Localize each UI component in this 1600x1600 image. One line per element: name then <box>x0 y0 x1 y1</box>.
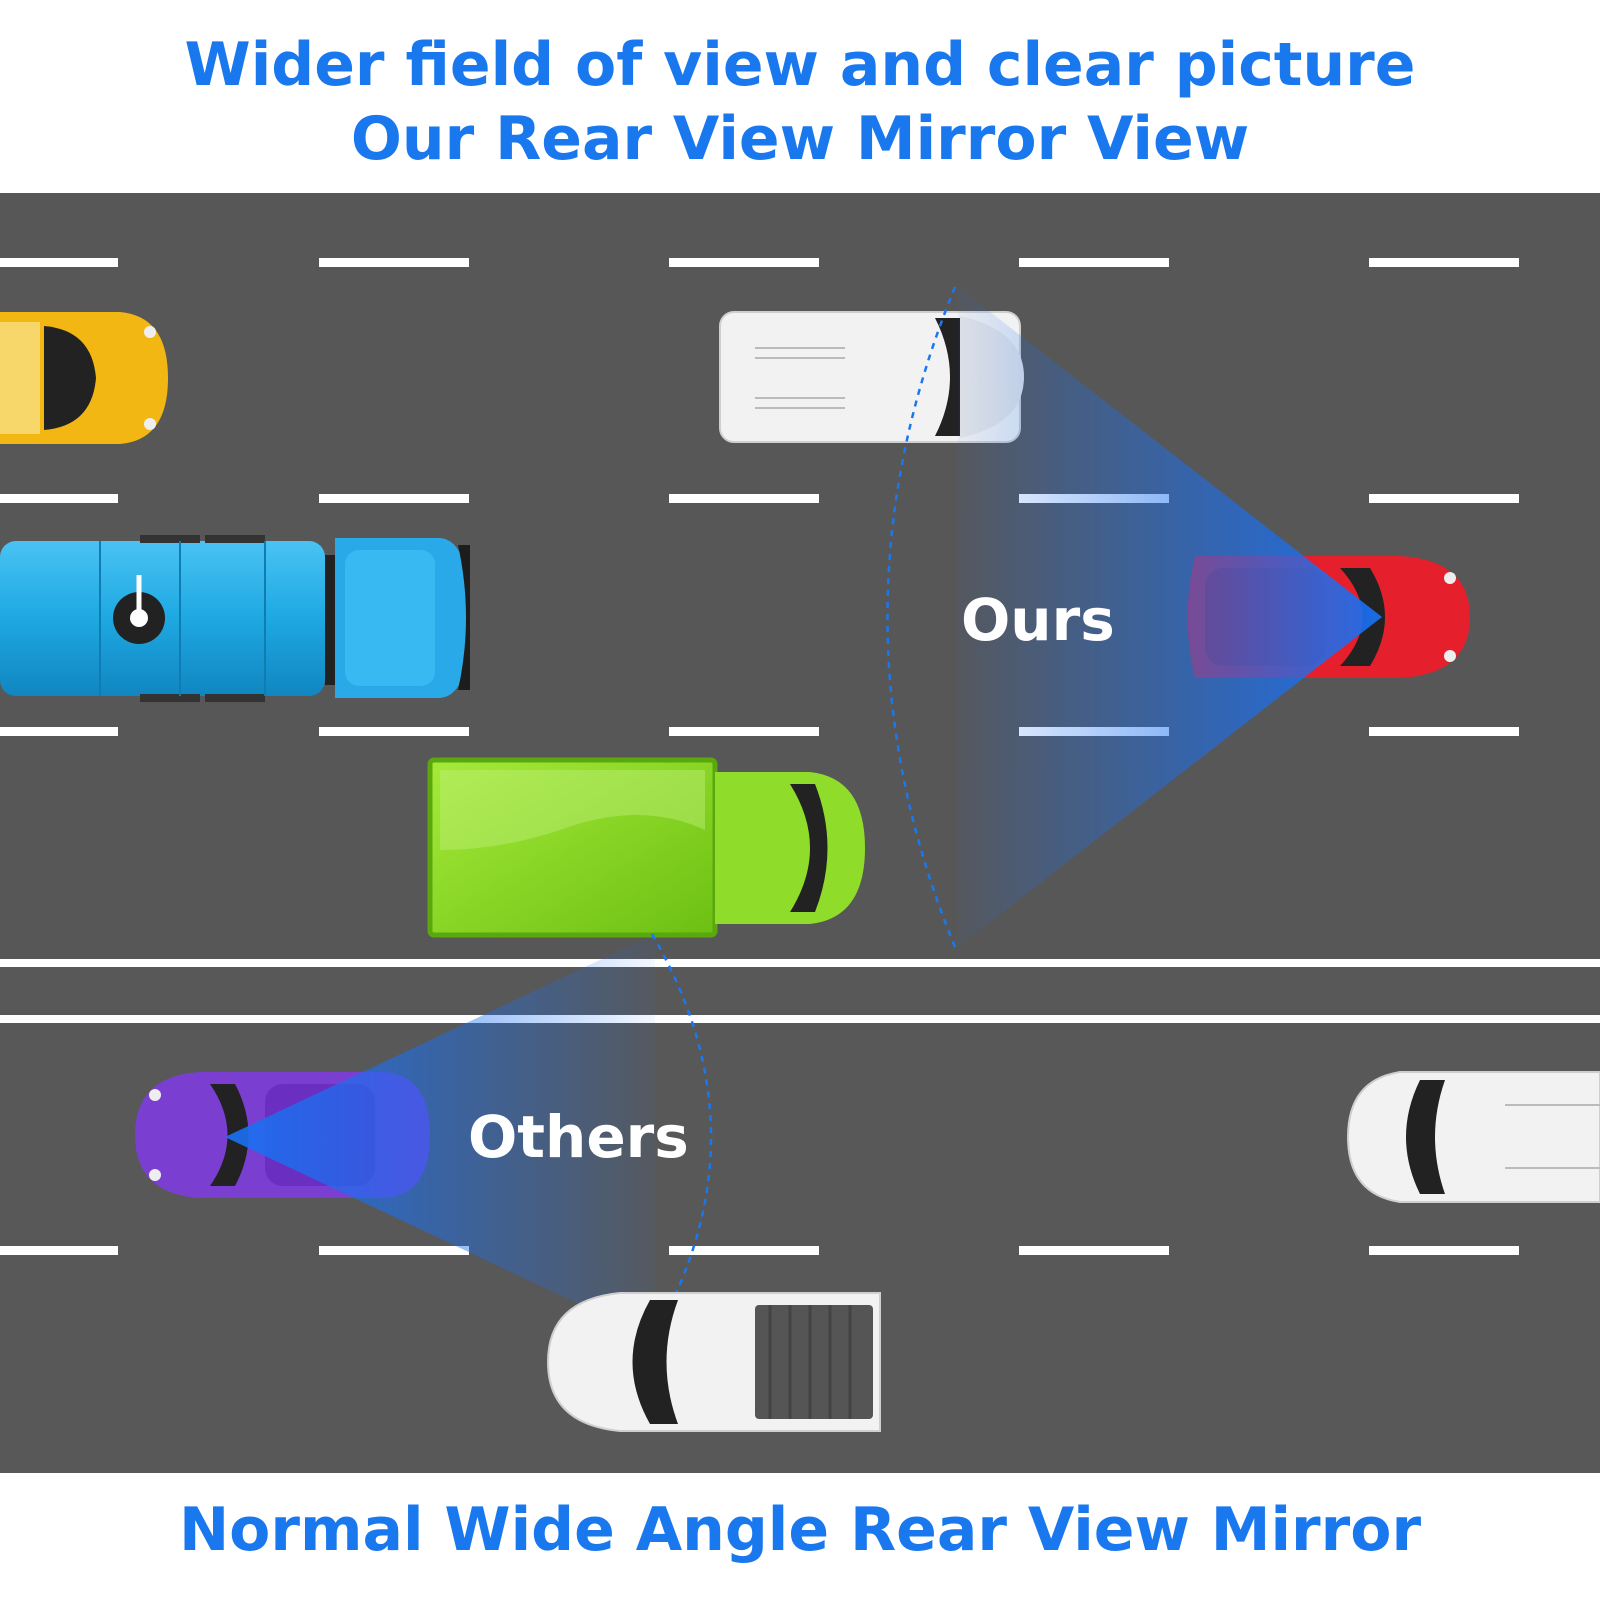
others-view-arc <box>650 933 713 1341</box>
header-title-line-2: Our Rear View Mirror View <box>350 104 1250 174</box>
footer-title: Normal Wide Angle Rear View Mirror <box>178 1495 1422 1565</box>
header-title-line-1: Wider field of view and clear picture <box>184 30 1416 100</box>
green-box-truck <box>427 757 865 938</box>
ours-view-cone <box>958 287 1382 947</box>
yellow-car <box>0 312 168 444</box>
others-label: Others <box>468 1103 689 1171</box>
ours-label: Ours <box>961 586 1115 654</box>
others-view-cone <box>225 934 655 1340</box>
blue-tanker-truck <box>0 535 470 702</box>
white-van-right <box>1346 1071 1600 1203</box>
white-pickup-truck <box>546 1292 881 1432</box>
separator-line-bottom <box>0 1015 1600 1023</box>
ours-view-arc <box>886 286 957 948</box>
separator-line-top <box>0 959 1600 967</box>
